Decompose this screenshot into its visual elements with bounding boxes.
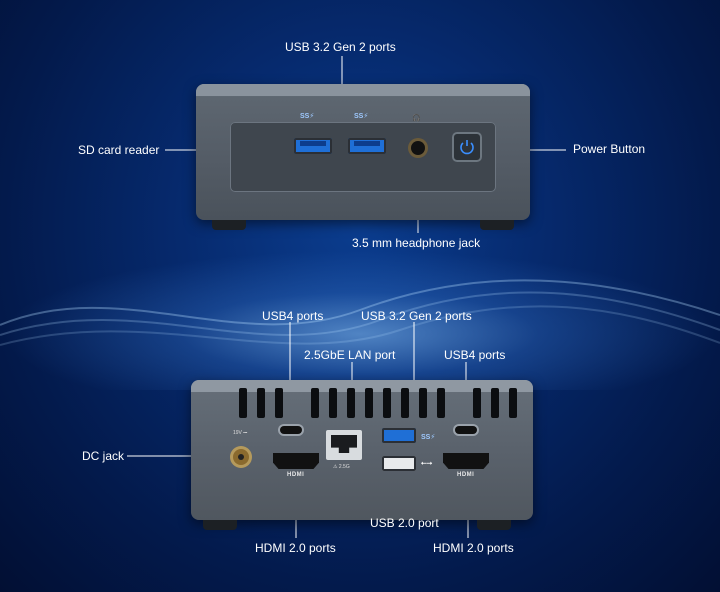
front-top-edge	[196, 84, 530, 96]
vent-slot	[275, 388, 283, 418]
usb4-port-left	[280, 426, 302, 434]
usb-icon: ⭠⭢	[421, 460, 433, 467]
rear-foot-right	[477, 520, 511, 530]
vent-slot	[347, 388, 355, 418]
front-foot-left	[212, 220, 246, 230]
sd-card-label: SD card reader	[78, 143, 160, 157]
headphone-label: 3.5 mm headphone jack	[352, 236, 481, 250]
dc-voltage-mark: 19V ⎓	[233, 430, 248, 436]
vent-slot	[437, 388, 445, 418]
rear-usb4-right-label: USB4 ports	[444, 348, 506, 362]
lan-2-5g-mark: ⚠ 2.5G	[333, 464, 350, 470]
rear-usb32-port	[382, 428, 416, 443]
ss10-icon: SS⚡	[300, 113, 315, 120]
vent-slot	[509, 388, 517, 418]
vent-slot	[383, 388, 391, 418]
front-usb32-label: USB 3.2 Gen 2 ports	[285, 40, 396, 54]
rear-device: 19V ⎓ HDMI ⚠ 2.5G SS⚡ ⭠⭢ HDMI	[191, 380, 533, 530]
usb20-label: USB 2.0 port	[370, 516, 439, 530]
front-device: SS⚡ SS⚡ 🎧	[196, 84, 530, 230]
vent-slot	[239, 388, 247, 418]
vent-slot	[473, 388, 481, 418]
lan-label: 2.5GbE LAN port	[304, 348, 396, 362]
hdmi-left-label: HDMI 2.0 ports	[255, 541, 336, 555]
lan-port	[326, 430, 362, 460]
hdmi-logo-right: HDMI	[457, 472, 475, 478]
hdmi-right-label: HDMI 2.0 ports	[433, 541, 514, 555]
power-button	[452, 132, 482, 162]
vent-slot	[491, 388, 499, 418]
rear-foot-left	[203, 520, 237, 530]
hdmi-port-right	[443, 453, 489, 469]
ss10-icon: SS⚡	[354, 113, 369, 120]
rear-usb32-label: USB 3.2 Gen 2 ports	[361, 309, 472, 323]
dc-jack-port	[233, 449, 249, 465]
front-panel: SS⚡ SS⚡ 🎧	[230, 113, 496, 192]
vent-slot	[401, 388, 409, 418]
power-icon	[460, 140, 474, 155]
headphone-icon: 🎧	[412, 115, 421, 122]
front-foot-right	[480, 220, 514, 230]
vent-slot	[365, 388, 373, 418]
front-usb-port-1	[294, 138, 332, 154]
vent-slot	[329, 388, 337, 418]
vent-slot	[257, 388, 265, 418]
rear-usb20-port	[382, 456, 416, 471]
vent-slot	[419, 388, 427, 418]
front-usb-port-2	[348, 138, 386, 154]
power-button-label: Power Button	[573, 142, 646, 156]
hdmi-logo-left: HDMI	[287, 472, 305, 478]
ss10-icon: SS⚡	[421, 434, 436, 441]
background-glow	[0, 250, 720, 390]
hdmi-port-left	[273, 453, 319, 469]
headphone-jack	[411, 141, 425, 155]
vent-slot	[311, 388, 319, 418]
background-wave	[0, 279, 720, 346]
rear-usb4-left-label: USB4 ports	[262, 309, 324, 323]
usb4-port-right	[455, 426, 477, 434]
dc-jack-label: DC jack	[82, 449, 125, 463]
